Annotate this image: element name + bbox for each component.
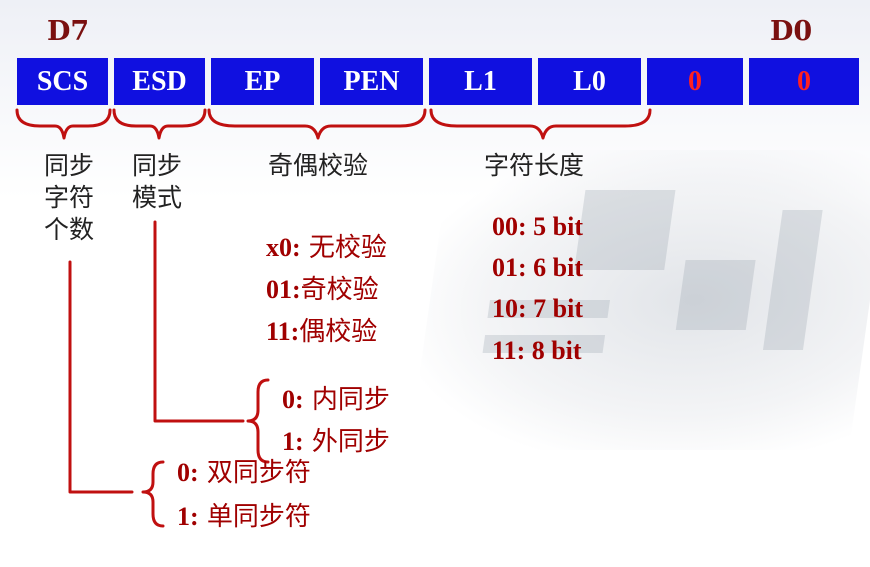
bit-d0-zero: 0 [749,58,859,105]
bracket-scs [15,108,112,140]
sync-count-option: 1: 单同步符 [177,502,311,532]
parity-option: x0: 无校验 [266,233,387,263]
group-label-esd: 同步 模式 [132,151,183,212]
sync-count-option: 0: 双同步符 [177,458,311,488]
bit-l1: L1 [429,58,532,105]
bit-ep: EP [211,58,314,105]
bit-esd: ESD [114,58,205,105]
parity-option: 01:奇校验 [266,275,379,305]
bracket-esd [112,108,207,140]
bit-l0: L0 [538,58,641,105]
brace-sync-mode [246,378,270,464]
lsb-label: D0 [770,16,813,47]
sync-mode-option: 0: 内同步 [282,385,390,415]
group-label-scs: 同步 字符 个数 [44,151,95,244]
sync-mode-option: 1: 外同步 [282,427,390,457]
length-option: 00: 5 bit [492,212,583,241]
bracket-length [429,108,652,140]
length-option: 11: 8 bit [492,336,582,365]
length-option: 01: 6 bit [492,253,583,282]
parity-option: 11:偶校验 [266,317,378,347]
brace-sync-count [141,460,165,528]
group-label-parity: 奇偶校验 [268,151,369,180]
bit-d1-zero: 0 [647,58,743,105]
register-row: SCS ESD EP PEN L1 L0 0 0 [17,58,859,105]
bit-scs: SCS [17,58,108,105]
length-option: 10: 7 bit [492,294,583,323]
connector-scs [68,260,134,494]
bit-pen: PEN [320,58,423,105]
group-label-length: 字符长度 [484,151,585,180]
bracket-parity [207,108,427,140]
connector-esd [153,220,245,423]
msb-label: D7 [47,16,90,47]
